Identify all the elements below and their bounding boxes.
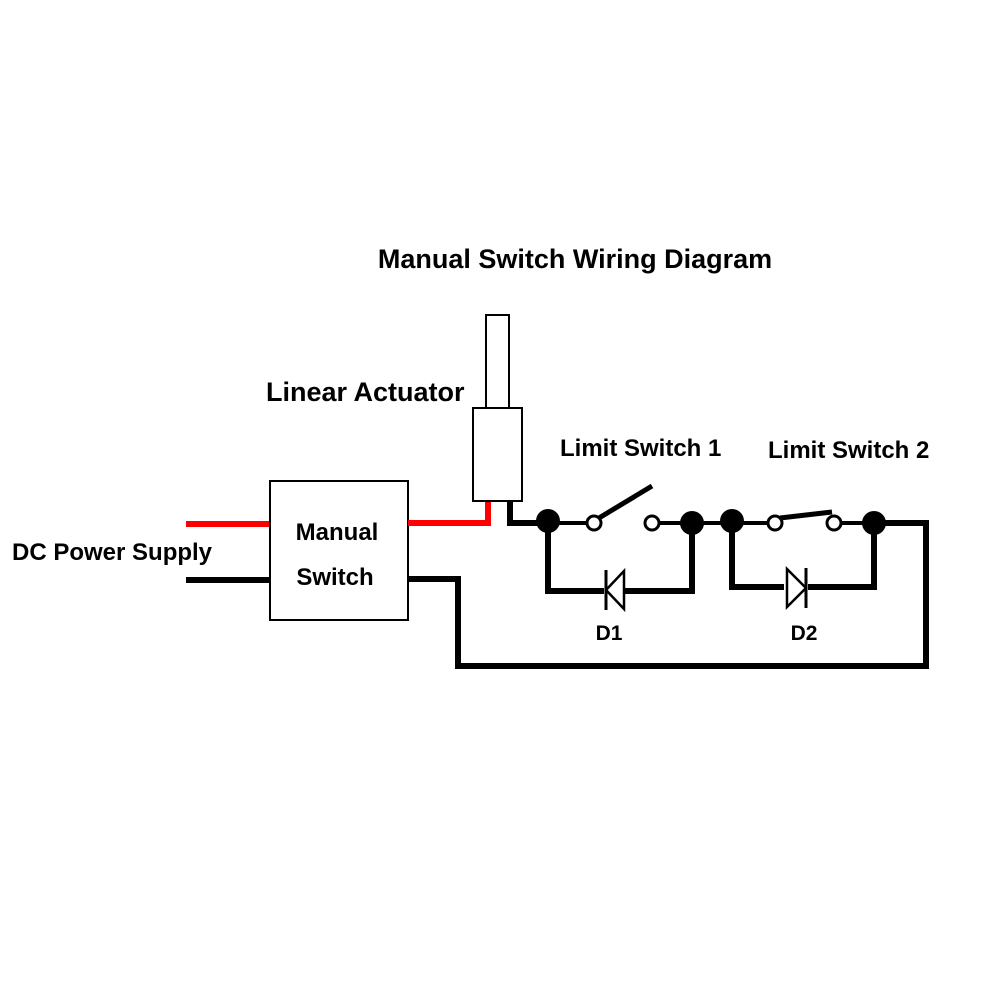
switch-2-lever (779, 509, 833, 521)
actuator-label: Linear Actuator (266, 377, 465, 407)
closed-switch-icon (732, 509, 874, 532)
actuator-return-wire (507, 501, 548, 526)
diode-2-label: D2 (791, 622, 818, 645)
return-wire (408, 520, 929, 669)
switch-2-contact-right (825, 514, 843, 532)
junction-dot (680, 511, 704, 535)
diagram-title: Manual Switch Wiring Diagram (378, 244, 772, 274)
actuator-body (472, 407, 523, 502)
junction-dot (536, 509, 560, 533)
switch-2-contact-left (766, 514, 784, 532)
positive-actuator-wire (408, 501, 491, 526)
junction-dot (862, 511, 886, 535)
actuator-rod (485, 314, 510, 409)
diode-right-icon (784, 565, 808, 611)
junction-dot (720, 509, 744, 533)
manual-switch-label-line1: Manual (296, 519, 379, 546)
switch-1-contact-left (585, 514, 603, 532)
diode-1-label: D1 (596, 622, 623, 645)
manual-switch-label-line2: Switch (296, 564, 373, 591)
limit-switch-2-label: Limit Switch 2 (768, 437, 929, 464)
switch-1-contact-right (643, 514, 661, 532)
linear-actuator-icon (472, 314, 523, 502)
limit-switch-1-label: Limit Switch 1 (560, 435, 721, 462)
power-supply-label: DC Power Supply (12, 539, 213, 566)
switch-1-lever (597, 483, 654, 521)
open-switch-icon (548, 483, 692, 532)
manual-switch-box (269, 480, 409, 621)
diode-left-icon (604, 567, 626, 613)
